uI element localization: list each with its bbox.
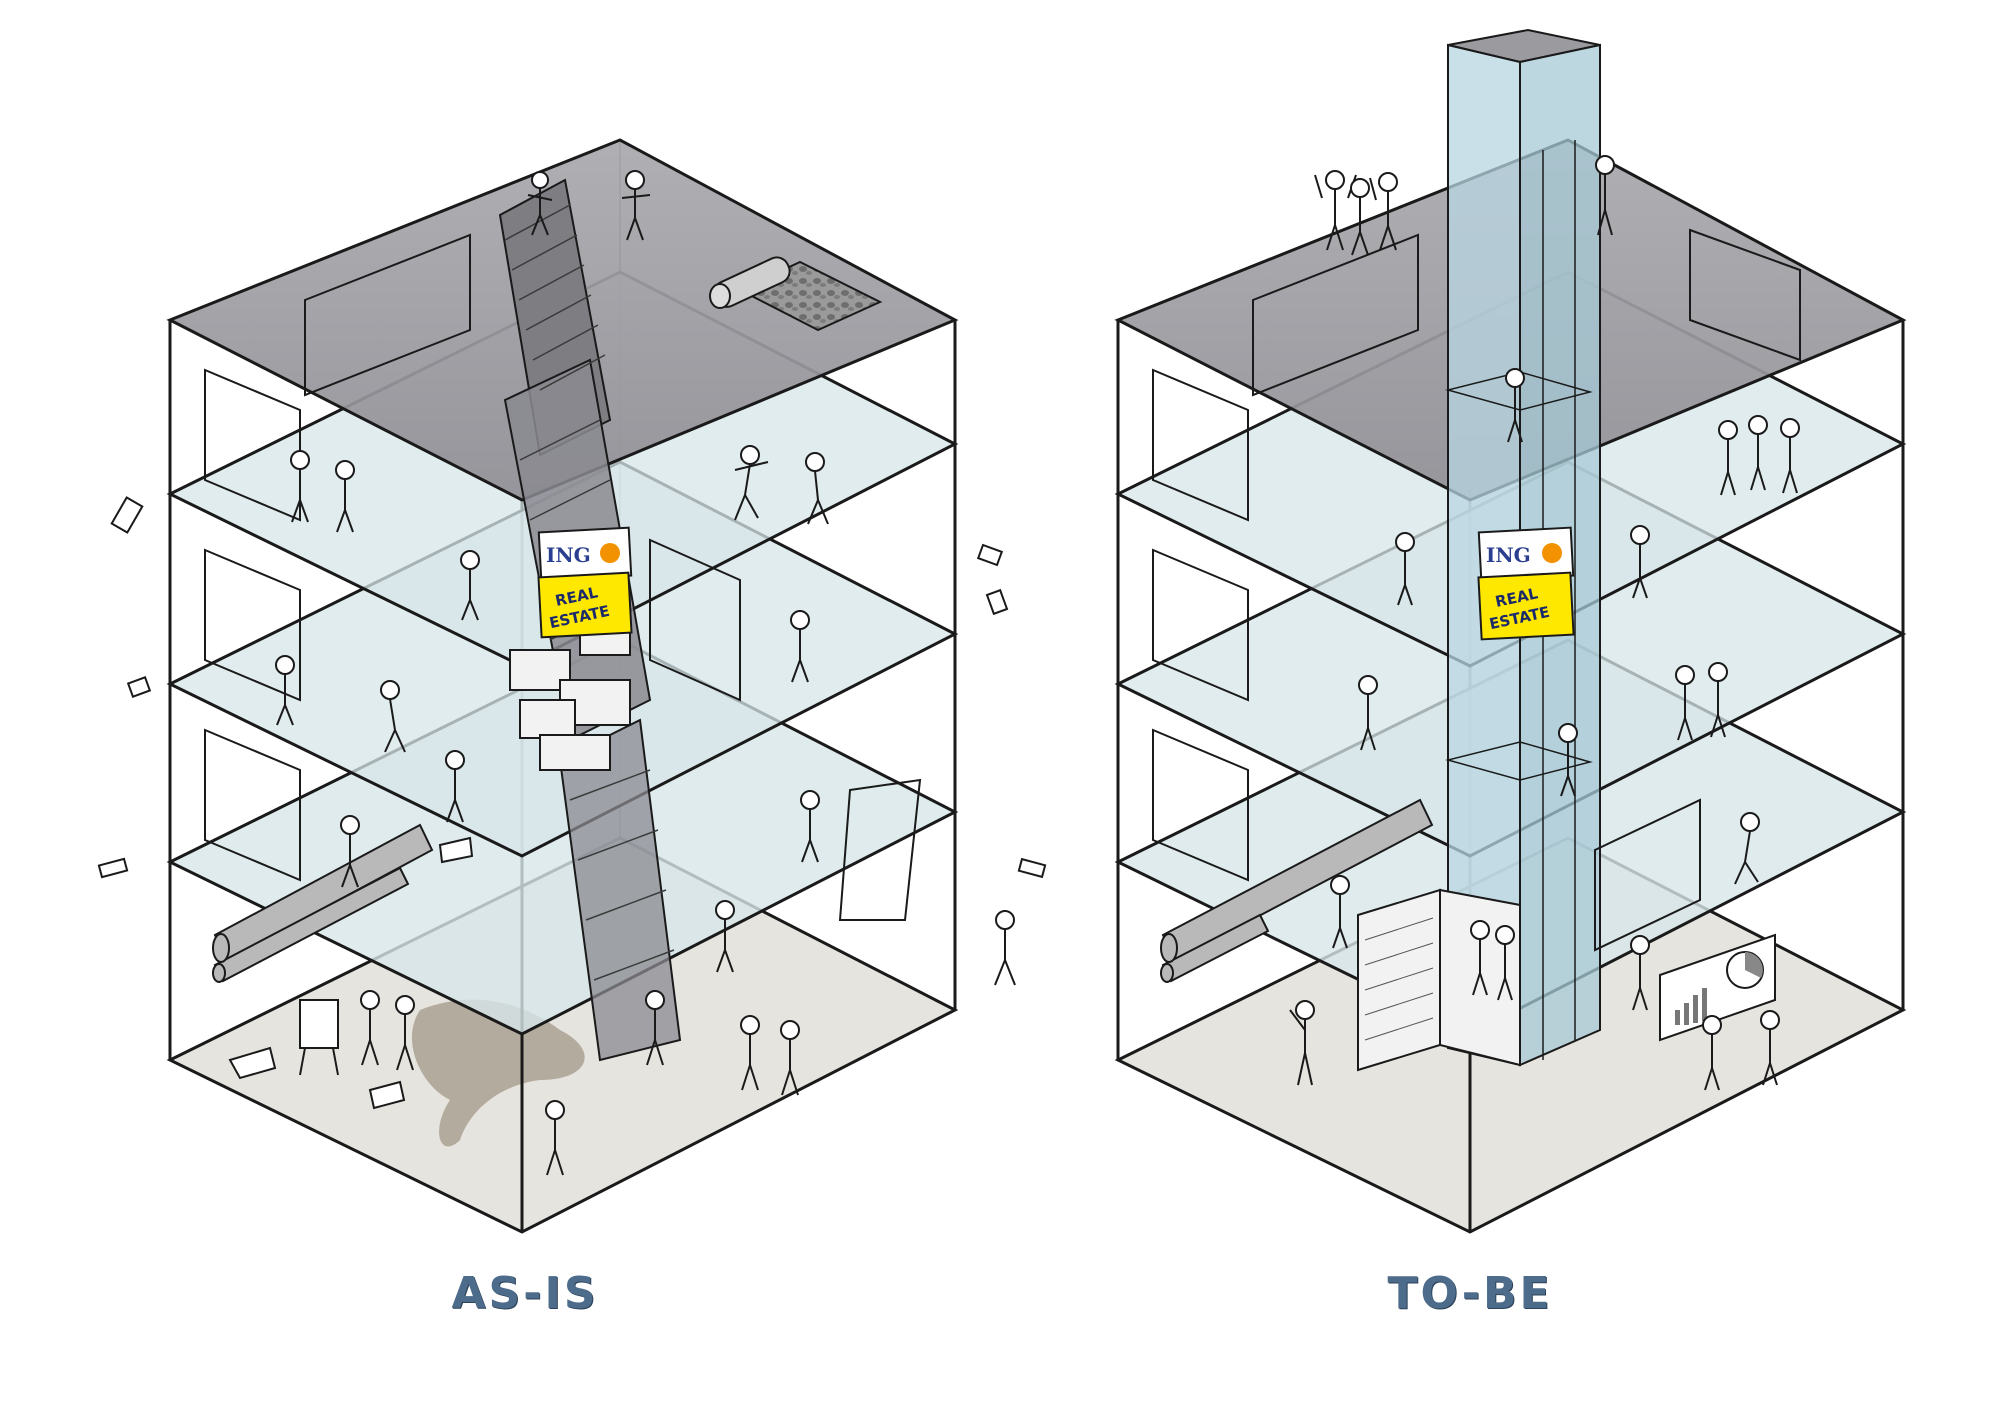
person-icon (1495, 925, 1515, 1001)
pipes (1160, 798, 1434, 983)
person-icon (290, 450, 310, 523)
person-icon (460, 550, 480, 621)
person-icon (1358, 675, 1378, 751)
person-icon (1734, 812, 1760, 885)
person-icon (805, 452, 829, 525)
wall-windows (204, 233, 922, 921)
person-icon (1558, 723, 1578, 797)
person-icon (1330, 875, 1350, 949)
to-be-building: ING REAL ESTATE (1114, 28, 1907, 1234)
person-icon (1702, 1015, 1722, 1091)
ing-real-estate-sign: ING REAL ESTATE (537, 526, 633, 639)
person-icon (1595, 155, 1615, 236)
person-icon (645, 990, 665, 1066)
person-icon (360, 990, 380, 1066)
person-icon (275, 655, 295, 726)
person-icon (527, 171, 553, 236)
flying-debris (97, 496, 1047, 1110)
person-icon (800, 790, 820, 863)
ing-real-estate-sign: ING REAL ESTATE (1477, 526, 1575, 641)
person-icon (1780, 418, 1800, 494)
person-icon (780, 1020, 800, 1096)
person-icon (1760, 1010, 1780, 1086)
sign-brand: ING (1486, 543, 1531, 567)
person-icon (380, 680, 406, 753)
sign-brand: ING (546, 543, 591, 567)
person-icon (1718, 420, 1738, 496)
person-icon (1630, 525, 1650, 599)
person-icon (1395, 532, 1415, 606)
person-icon (1289, 1000, 1315, 1086)
person-icon (445, 750, 465, 823)
as-is-people (275, 170, 1016, 1176)
pipes (212, 823, 434, 983)
floor-puddle (411, 999, 585, 1147)
to-be-caption: TO-BE (1387, 1268, 1553, 1319)
person-icon (1675, 665, 1695, 741)
flipchart-icon (299, 999, 339, 1076)
person-icon (1630, 935, 1650, 1011)
rolled-carpet-icon (709, 256, 791, 309)
person-icon (1470, 920, 1490, 996)
person-icon (335, 460, 355, 533)
person-icon (790, 610, 810, 683)
person-icon (621, 170, 651, 241)
wall-windows (1152, 228, 1801, 952)
person-icon (1369, 172, 1398, 251)
person-icon (734, 445, 769, 521)
as-is-caption: AS-IS (451, 1268, 599, 1319)
person-icon (1350, 178, 1370, 256)
person-icon (1708, 662, 1728, 738)
person-icon (395, 995, 415, 1071)
person-icon (340, 815, 360, 888)
person-icon (1505, 368, 1525, 443)
person-icon (545, 1100, 565, 1176)
person-icon (740, 1015, 760, 1091)
presentation-board-icon (1659, 933, 1776, 1042)
to-be-people (1289, 155, 1800, 1091)
person-icon (994, 910, 1016, 986)
as-is-building: ING REAL ESTATE (166, 138, 959, 1234)
server-racks (1357, 888, 1521, 1072)
person-icon (1748, 415, 1768, 491)
person-icon (715, 900, 735, 973)
